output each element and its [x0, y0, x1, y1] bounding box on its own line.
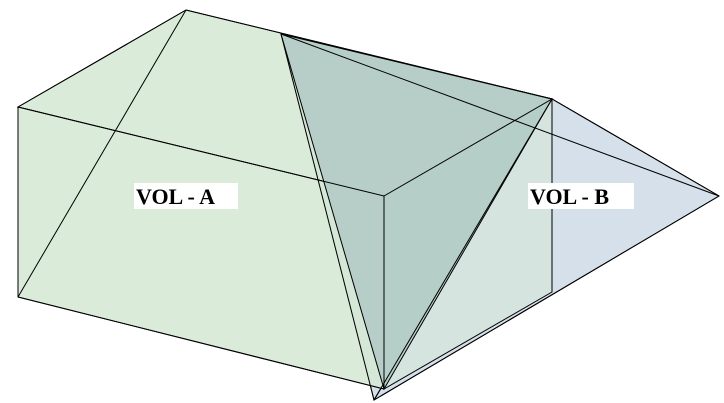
edge-line — [280, 33, 375, 401]
edge-line — [185, 9, 553, 100]
volume-b-label-group: VOL - B — [528, 183, 634, 209]
edge-line — [17, 9, 187, 298]
edge-line — [280, 33, 720, 197]
edge-line — [17, 9, 187, 108]
edge-line — [17, 106, 385, 197]
volume-b-label: VOL - B — [530, 184, 609, 209]
edge-line — [383, 98, 553, 197]
volume-a-label: VOL - A — [136, 184, 215, 209]
edge-lines — [17, 9, 720, 401]
volume-a-label-group: VOL - A — [134, 183, 238, 209]
edge-line — [17, 296, 385, 390]
edge-line — [373, 195, 720, 401]
edge-line — [373, 98, 553, 401]
volume-b-label-background — [528, 183, 634, 209]
edge-line — [551, 98, 720, 197]
volume-a-label-background — [134, 183, 238, 209]
